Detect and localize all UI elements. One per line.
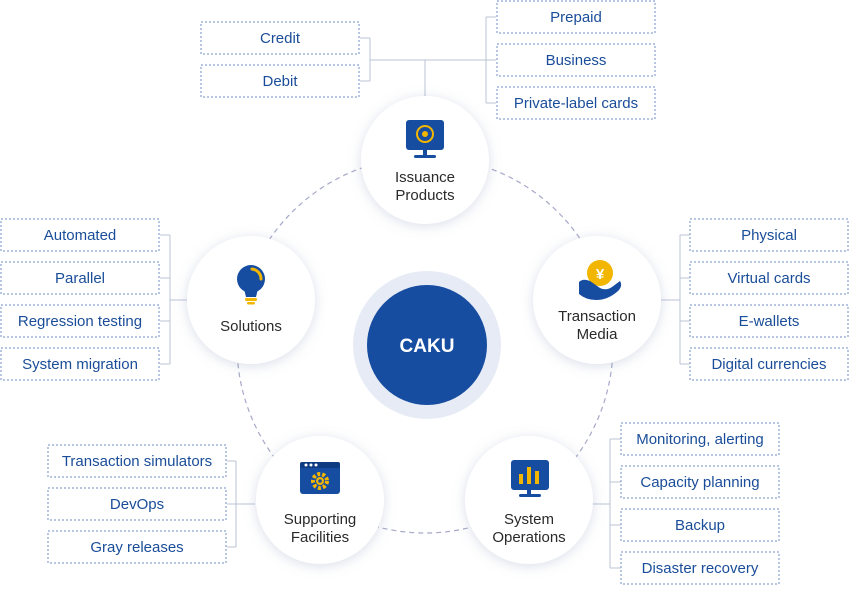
item-label: Private-label cards: [514, 95, 638, 112]
svg-text:¥: ¥: [596, 266, 605, 283]
item-label: Transaction simulators: [62, 453, 212, 470]
item-label: Prepaid: [550, 9, 602, 26]
item-label: Digital currencies: [711, 356, 826, 373]
item-box: Debit: [200, 64, 360, 98]
item-box: System migration: [0, 347, 160, 381]
item-box: Parallel: [0, 261, 160, 295]
monitor-icon: [406, 120, 444, 158]
item-label: Disaster recovery: [642, 560, 759, 577]
node-circle: [465, 436, 593, 564]
node-transaction-media: ¥ Transaction Media: [533, 236, 661, 364]
item-label: Gray releases: [90, 539, 183, 556]
item-box: Automated: [0, 218, 160, 252]
item-label: Backup: [675, 517, 725, 534]
node-circle: [533, 236, 661, 364]
item-box: Virtual cards: [689, 261, 849, 295]
item-boxes: Credit Debit Prepaid Business Private-la…: [0, 0, 849, 585]
node-label-line-1: Solutions: [220, 318, 282, 335]
center-node: CAKU: [353, 271, 501, 419]
gear-window-icon: [300, 462, 340, 494]
item-box: Prepaid: [496, 0, 656, 34]
node-issuance-products: Issuance Products: [361, 96, 489, 224]
item-label: Business: [546, 52, 607, 69]
item-label: Physical: [741, 227, 797, 244]
node-label-line-1: Supporting: [284, 511, 357, 528]
item-label: Parallel: [55, 270, 105, 287]
item-box: Capacity planning: [620, 465, 780, 499]
node-label-line-1: System: [504, 511, 554, 528]
lightbulb-icon: [237, 265, 265, 305]
item-label: Automated: [44, 227, 117, 244]
item-box: Physical: [689, 218, 849, 252]
item-box: Transaction simulators: [47, 444, 227, 478]
chart-monitor-icon: [511, 460, 549, 497]
item-label: DevOps: [110, 496, 164, 513]
item-box: Digital currencies: [689, 347, 849, 381]
item-box: Backup: [620, 508, 780, 542]
node-supporting-facilities: Supporting Facilities: [256, 436, 384, 564]
center-label: CAKU: [400, 336, 455, 357]
item-box: E-wallets: [689, 304, 849, 338]
node-label-line-1: Issuance: [395, 169, 455, 186]
item-label: Regression testing: [18, 313, 142, 330]
node-circle: [361, 96, 489, 224]
item-label: Credit: [260, 30, 301, 47]
item-label: System migration: [22, 356, 138, 373]
node-solutions: Solutions: [187, 236, 315, 364]
center-circle: [367, 285, 487, 405]
item-box: Monitoring, alerting: [620, 422, 780, 456]
node-label-line-2: Operations: [492, 529, 565, 546]
node-label-line-2: Media: [577, 326, 619, 343]
connector-lines: [160, 16, 690, 569]
node-label-line-2: Facilities: [291, 529, 349, 546]
item-box: Regression testing: [0, 304, 160, 338]
node-circle: [256, 436, 384, 564]
item-box: DevOps: [47, 487, 227, 521]
item-label: Virtual cards: [727, 270, 810, 287]
item-box: Disaster recovery: [620, 551, 780, 585]
item-box: Credit: [200, 21, 360, 55]
item-box: Gray releases: [47, 530, 227, 564]
item-box: Business: [496, 43, 656, 77]
item-label: Debit: [262, 73, 298, 90]
item-label: Capacity planning: [640, 474, 759, 491]
node-label-line-2: Products: [395, 187, 454, 204]
node-system-operations: System Operations: [465, 436, 593, 564]
coin-hand-icon: ¥: [579, 260, 622, 300]
item-label: Monitoring, alerting: [636, 431, 764, 448]
item-box: Private-label cards: [496, 86, 656, 120]
item-label: E-wallets: [739, 313, 800, 330]
node-label-line-1: Transaction: [558, 308, 636, 325]
